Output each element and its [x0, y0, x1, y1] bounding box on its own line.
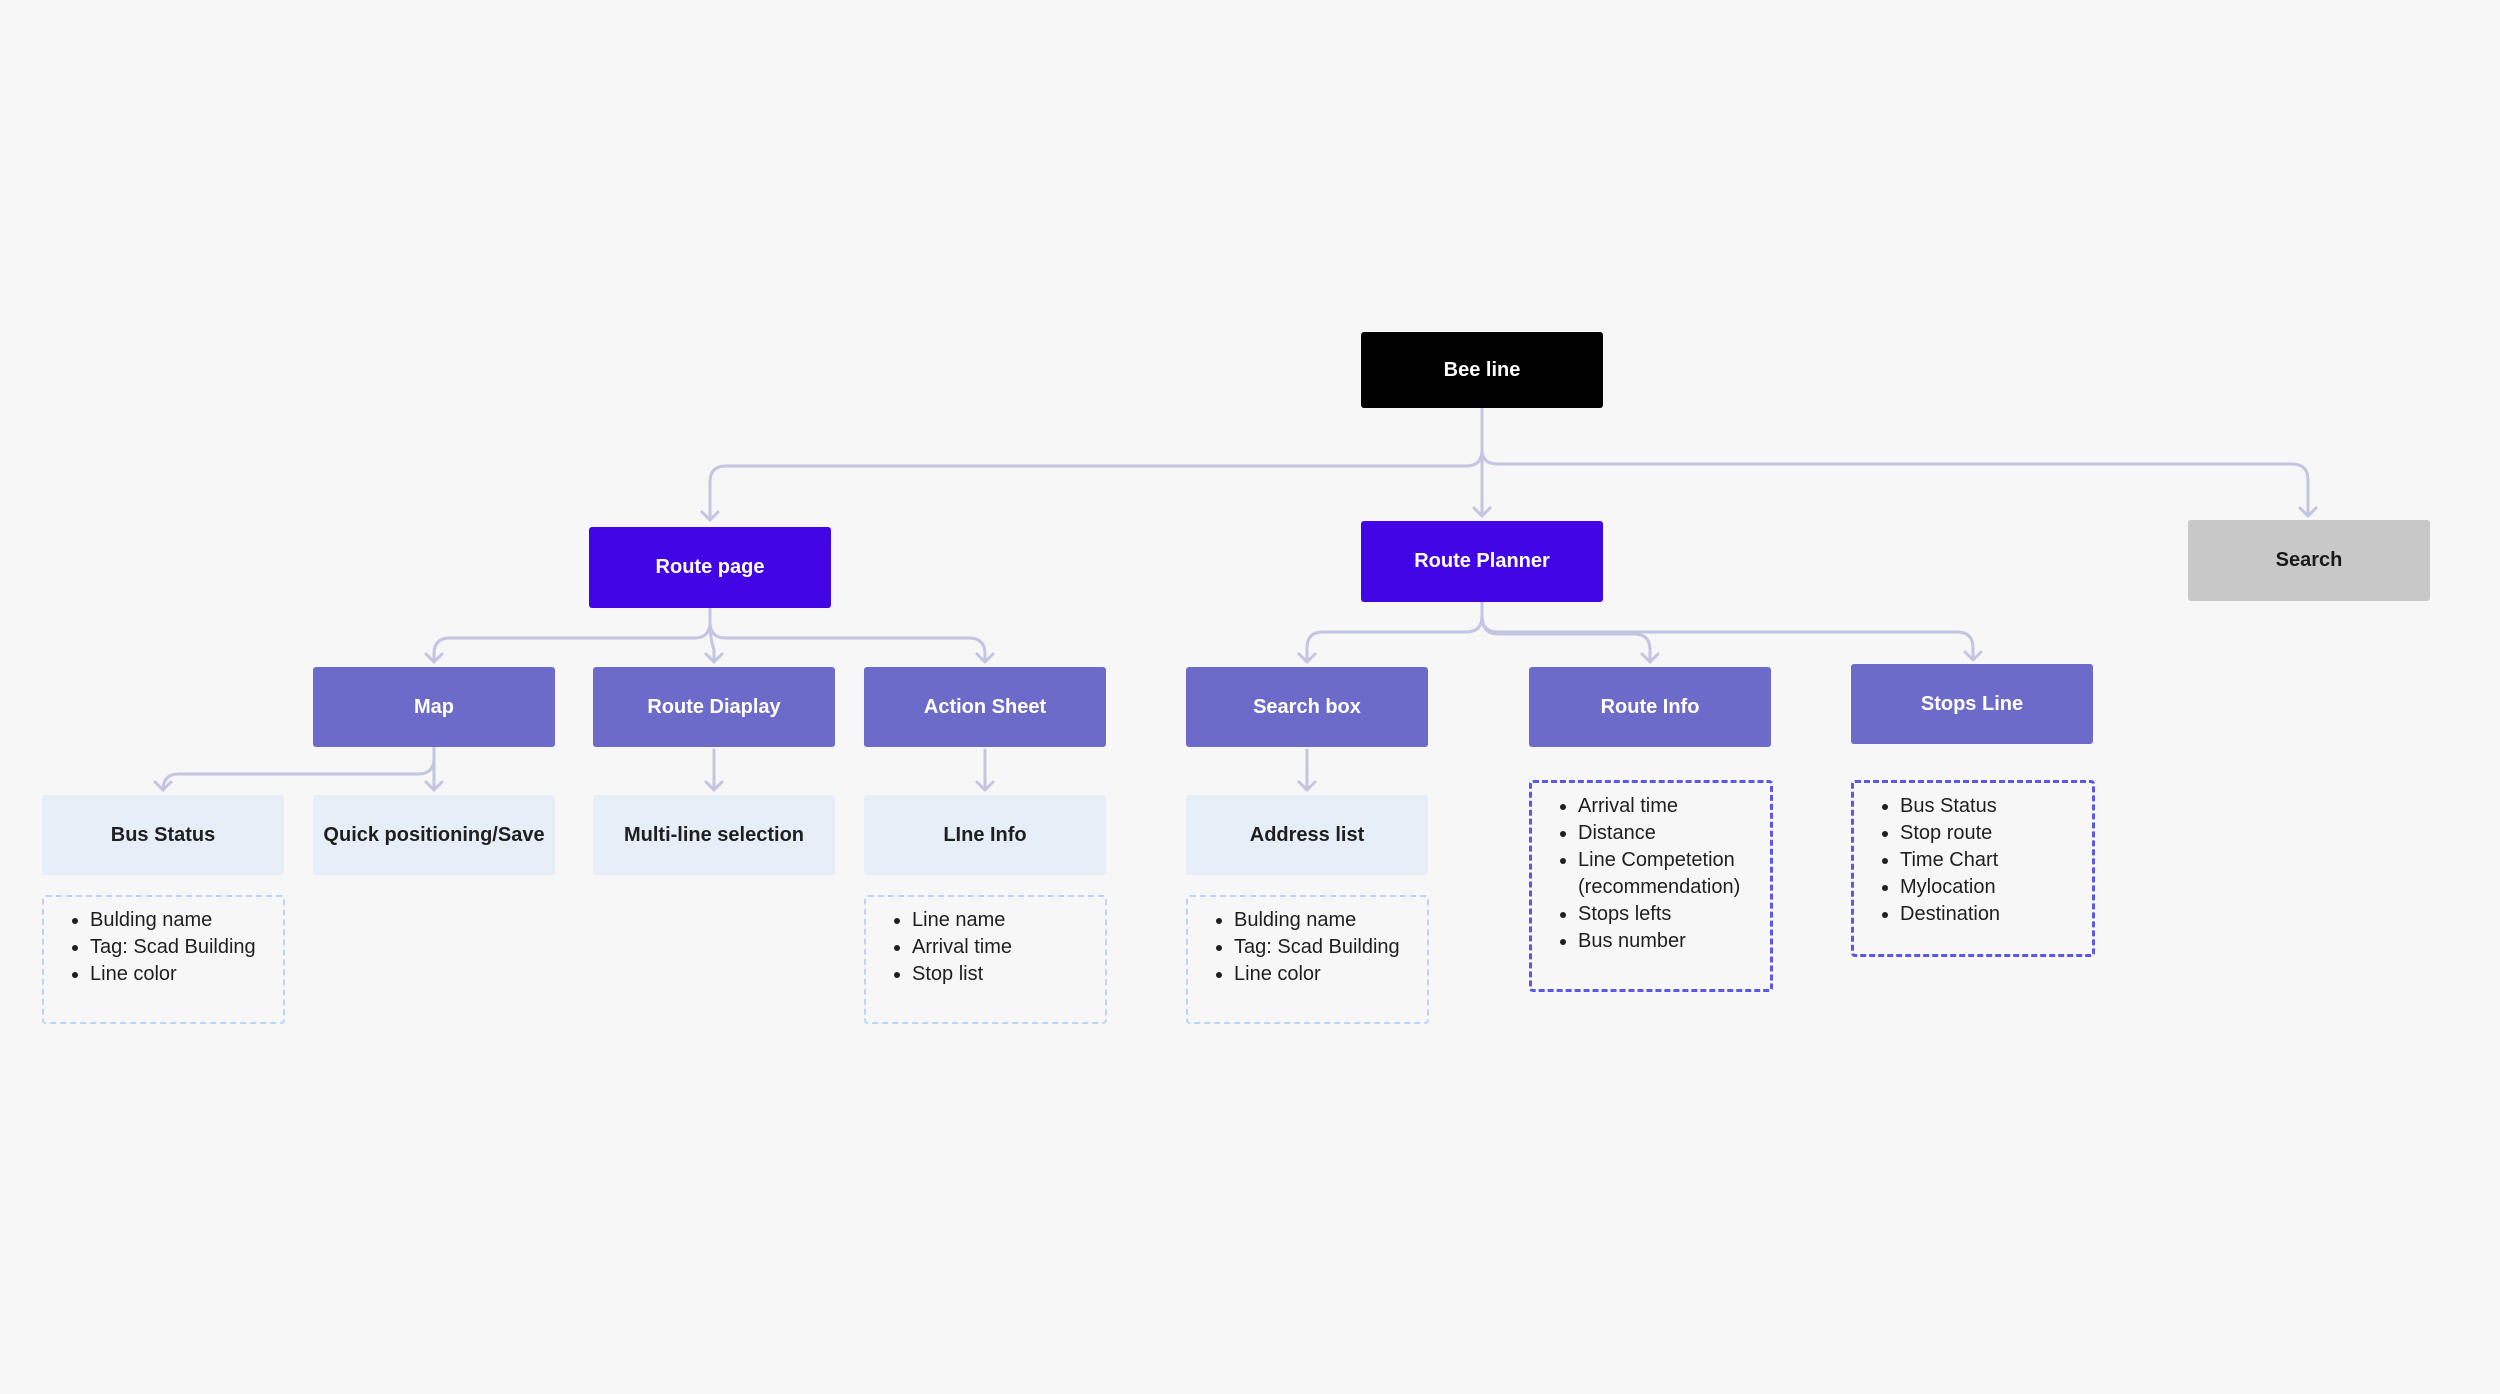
notes-address-list: Bulding name Tag: Scad Building Line col…	[1186, 895, 1429, 1024]
note-item: Destination	[1900, 901, 2078, 928]
edge-map-bus-status	[161, 746, 436, 792]
arrowhead	[1472, 506, 1492, 518]
node-map[interactable]: Map	[313, 667, 555, 747]
notes-list: Bulding name Tag: Scad Building Line col…	[56, 907, 269, 988]
node-label: Route page	[655, 556, 765, 578]
notes-list: Line name Arrival time Stop list	[878, 907, 1091, 988]
node-label: Search	[2275, 549, 2343, 571]
node-bee-line[interactable]: Bee line	[1361, 332, 1603, 408]
node-label: Quick positioning/Save	[323, 823, 545, 846]
edge-route-page-map	[432, 606, 712, 664]
notes-stops-line: Bus Status Stop route Time Chart Mylocat…	[1851, 780, 2095, 957]
note-item: Bus Status	[1900, 793, 2078, 820]
edge-route-page-action-sheet	[708, 606, 987, 664]
note-item: Tag: Scad Building	[1234, 934, 1413, 961]
node-label: Bee line	[1443, 358, 1521, 381]
notes-bus-status: Bulding name Tag: Scad Building Line col…	[42, 895, 285, 1024]
node-line-info[interactable]: LIne Info	[864, 795, 1106, 875]
edge-planner-stops-line	[1480, 600, 1975, 662]
arrowhead	[2298, 506, 2318, 518]
node-quick-positioning[interactable]: Quick positioning/Save	[313, 795, 555, 875]
note-item: Arrival time	[1578, 793, 1756, 820]
node-label: Route Diaplay	[647, 695, 781, 718]
arrowhead	[153, 780, 173, 792]
notes-route-info: Arrival time Distance Line Competetion (…	[1529, 780, 1773, 992]
node-stops-line[interactable]: Stops Line	[1851, 664, 2093, 744]
note-item: Bulding name	[1234, 907, 1413, 934]
edge-root-search	[1480, 448, 2310, 518]
node-route-page[interactable]: Route page	[589, 527, 831, 608]
arrowhead	[975, 652, 995, 664]
notes-list: Arrival time Distance Line Competetion (…	[1544, 793, 1756, 955]
note-item: Stop list	[912, 961, 1091, 988]
edge-root-route-page	[708, 406, 1484, 522]
node-search-box[interactable]: Search box	[1186, 667, 1428, 747]
arrowhead	[1297, 652, 1317, 664]
arrowhead	[1297, 780, 1317, 792]
arrowhead	[975, 780, 995, 792]
node-route-planner[interactable]: Route Planner	[1361, 521, 1603, 602]
node-label: Address list	[1249, 823, 1365, 846]
node-label: LIne Info	[943, 823, 1027, 846]
node-bus-status[interactable]: Bus Status	[42, 795, 284, 875]
node-label: Map	[414, 695, 454, 718]
node-search[interactable]: Search	[2188, 520, 2430, 601]
node-route-info[interactable]: Route Info	[1529, 667, 1771, 747]
node-multi-line-selection[interactable]: Multi-line selection	[593, 795, 835, 875]
arrowhead	[700, 510, 720, 522]
arrowhead	[1640, 652, 1660, 664]
note-item: Arrival time	[912, 934, 1091, 961]
node-action-sheet[interactable]: Action Sheet	[864, 667, 1106, 747]
node-label: Route Info	[1600, 695, 1700, 718]
note-item: Time Chart	[1900, 847, 2078, 874]
node-label: Multi-line selection	[623, 823, 805, 846]
note-item: Line name	[912, 907, 1091, 934]
note-item: Stops lefts	[1578, 901, 1756, 928]
node-label: Bus Status	[110, 823, 216, 846]
notes-list: Bus Status Stop route Time Chart Mylocat…	[1866, 793, 2078, 928]
note-item: Mylocation	[1900, 874, 2078, 901]
node-route-display[interactable]: Route Diaplay	[593, 667, 835, 747]
node-label: Search box	[1253, 695, 1361, 718]
note-item: Line color	[90, 961, 269, 988]
arrowhead	[424, 780, 444, 792]
node-label: Action Sheet	[923, 695, 1047, 718]
note-item: Tag: Scad Building	[90, 934, 269, 961]
note-item: Bulding name	[90, 907, 269, 934]
note-item: Line Competetion (recommendation)	[1578, 847, 1756, 901]
notes-list: Bulding name Tag: Scad Building Line col…	[1200, 907, 1413, 988]
arrowhead	[704, 652, 724, 664]
arrowhead	[1963, 650, 1983, 662]
node-address-list[interactable]: Address list	[1186, 795, 1428, 875]
notes-line-info: Line name Arrival time Stop list	[864, 895, 1107, 1024]
note-item: Stop route	[1900, 820, 2078, 847]
edge-planner-search-box	[1305, 600, 1484, 664]
node-label: Stops Line	[1920, 692, 2024, 715]
node-label: Route Planner	[1414, 550, 1550, 572]
note-item: Bus number	[1578, 928, 1756, 955]
note-item: Line color	[1234, 961, 1413, 988]
note-item: Distance	[1578, 820, 1756, 847]
arrowhead	[704, 780, 724, 792]
arrowhead	[424, 652, 444, 664]
